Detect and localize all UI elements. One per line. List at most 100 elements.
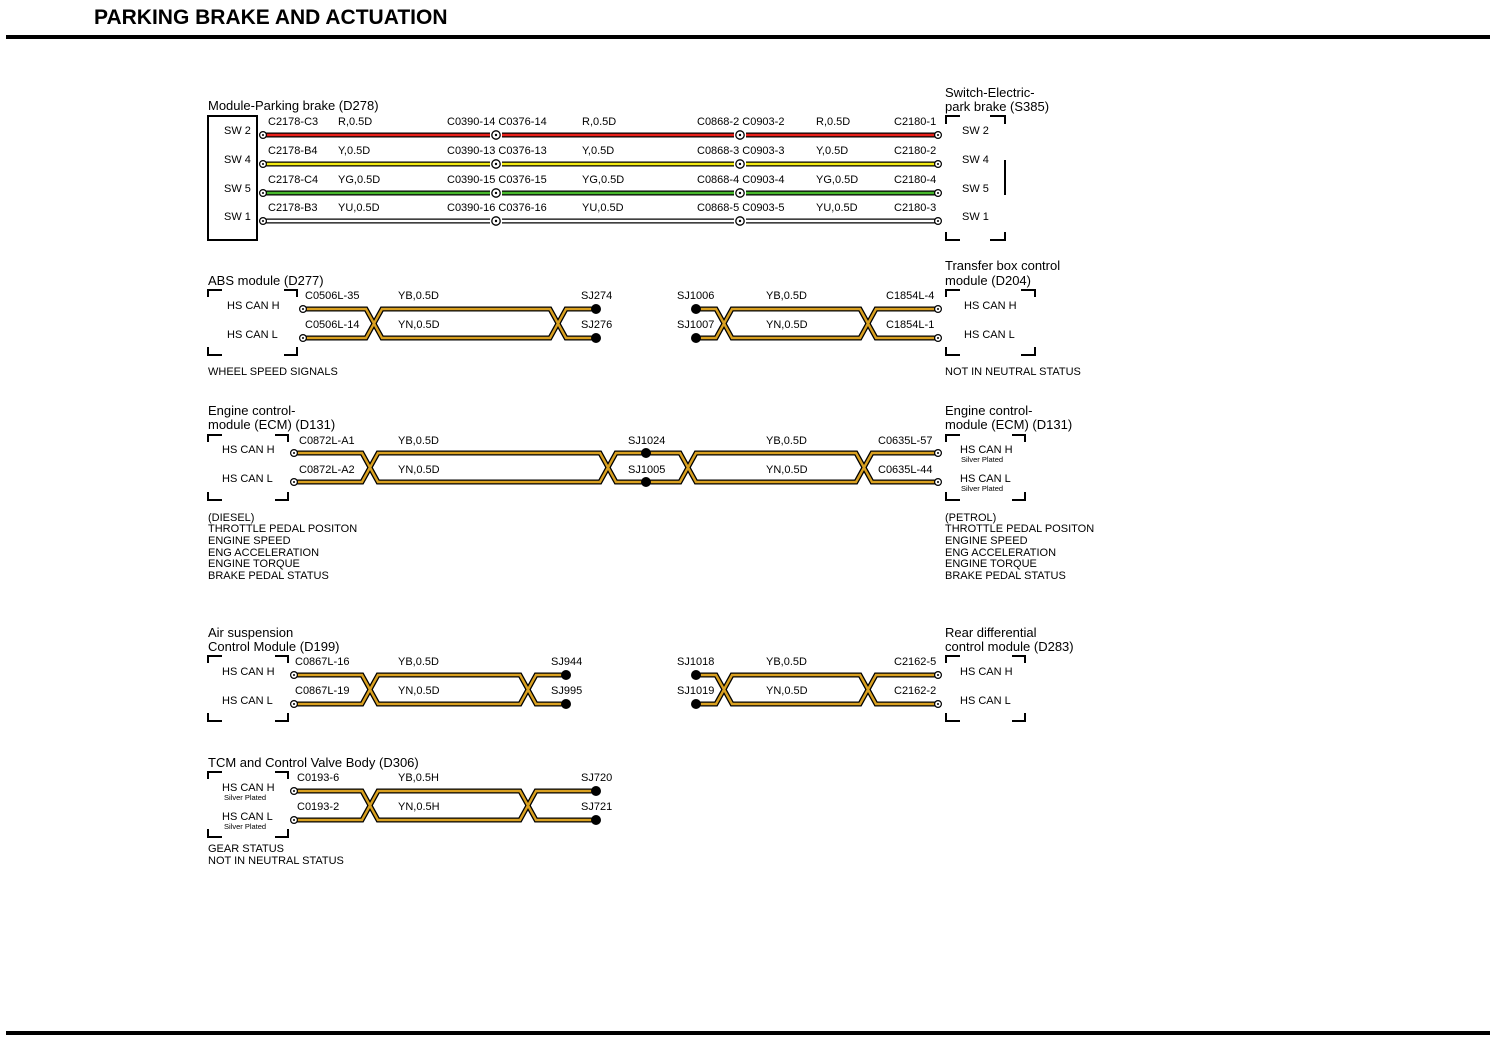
ecm-right-label-2: module (ECM) (D131): [945, 417, 1072, 432]
ecm-left-conn-h: C0872L-A1: [299, 435, 355, 447]
wire-code-label: R,0.5D: [338, 116, 372, 128]
can-h-wire: [696, 673, 938, 706]
ecm-right-wire-h: YB,0.5D: [766, 435, 807, 447]
ecm-splice-l: SJ1005: [628, 464, 665, 476]
splice-dot: [561, 699, 571, 709]
abs-pin-can-l: HS CAN L: [227, 329, 278, 341]
rear-diff-pin-can-l: HS CAN L: [960, 695, 1011, 707]
terminal-pin: [290, 815, 298, 825]
module-pin-label: SW 4: [224, 154, 251, 166]
can-h-wire: [294, 673, 566, 706]
can-l-wire: [646, 451, 938, 484]
inline-connector-label: C0868-3 C0903-3: [697, 145, 784, 157]
ecm-right-note: ENG ACCELERATION: [945, 547, 1056, 559]
ecm-left-note: (DIESEL): [208, 512, 254, 524]
inline-connector: [491, 188, 501, 198]
air-module-box: [207, 655, 289, 722]
inline-connector-label: C0390-13 C0376-13: [447, 145, 547, 157]
air-splice-l: SJ995: [551, 685, 582, 697]
terminal-pin: [290, 449, 298, 457]
ecm-left-pin-can-h: HS CAN H: [222, 444, 275, 456]
ecm-left-note: ENG ACCELERATION: [208, 547, 319, 559]
splice-dot: [591, 333, 601, 343]
can-l-wire: [303, 307, 596, 340]
ecm-right-pin-l-sub: Silver Plated: [961, 484, 1003, 493]
switch-pin-label: SW 2: [962, 125, 989, 137]
wire-code-label: Y,0.5D: [338, 145, 370, 157]
rear-diff-conn-h: C2162-5: [894, 656, 936, 668]
inline-connector: [735, 188, 745, 198]
inline-connector: [735, 216, 745, 226]
terminal-pin: [933, 670, 943, 680]
wire-code-label: YG,0.5D: [338, 174, 380, 186]
abs-splice-l: SJ276: [581, 319, 612, 331]
parking-brake-section: Module-Parking brake (D278) Switch-Elect…: [207, 85, 1049, 241]
air-conn-h: C0867L-16: [295, 656, 349, 668]
ecm-section: Engine control- module (ECM) (D131) Engi…: [207, 403, 1094, 582]
ecm-left-wire-h: YB,0.5D: [398, 435, 439, 447]
can-h-wire-outline: [294, 788, 596, 823]
ecm-splice-h: SJ1024: [628, 435, 665, 447]
air-pin-can-l: HS CAN L: [222, 695, 273, 707]
ecm-left-notes: (DIESEL) THROTTLE PEDAL POSITON ENGINE S…: [208, 512, 357, 582]
terminal-pin: [290, 478, 298, 486]
can-h-wire: [294, 451, 646, 484]
terminal-pin: [259, 160, 267, 168]
tcm-splice-l: SJ721: [581, 801, 612, 813]
ecm-right-notes: (PETROL) THROTTLE PEDAL POSITON ENGINE S…: [945, 512, 1094, 582]
tcm-note: GEAR STATUS: [208, 843, 284, 855]
terminal-pin: [933, 160, 943, 168]
transfer-conn-h: C1854L-4: [886, 290, 934, 302]
tcm-pin-h-sub: Silver Plated: [224, 793, 266, 802]
wire-code-label: YG,0.5D: [816, 174, 858, 186]
tcm-section: TCM and Control Valve Body (D306) HS CAN…: [207, 755, 612, 867]
terminal-pin: [933, 217, 943, 225]
transfer-conn-l: C1854L-1: [886, 319, 934, 331]
abs-note: WHEEL SPEED SIGNALS: [208, 366, 338, 378]
wire-code-label: YU,0.5D: [338, 202, 380, 214]
transfer-wire-h: YB,0.5D: [766, 290, 807, 302]
ecm-right-note: THROTTLE PEDAL POSITON: [945, 523, 1094, 535]
connector-label: C2180-1: [894, 116, 936, 128]
ecm-right-note: ENGINE TORQUE: [945, 558, 1037, 570]
connector-label: C2178-B4: [268, 145, 318, 157]
module-pin-label: SW 2: [224, 125, 251, 137]
transfer-pin-can-h: HS CAN H: [964, 300, 1017, 312]
can-l-wire: [294, 451, 646, 484]
transfer-wire-l: YN,0.5D: [766, 319, 808, 331]
connector-label: C2180-4: [894, 174, 936, 186]
switch-park-brake-label-2: park brake (S385): [945, 99, 1049, 114]
ecm-right-conn-h: C0635L-57: [878, 435, 932, 447]
splice-dot: [691, 670, 701, 680]
ecm-right-note: ENGINE SPEED: [945, 535, 1028, 547]
splice-dot: [691, 699, 701, 709]
splice-dot: [641, 448, 651, 458]
ecm-left-box: [207, 434, 289, 501]
air-label-2: Control Module (D199): [208, 639, 340, 654]
ecm-left-label-1: Engine control-: [208, 403, 295, 418]
terminal-pin: [290, 786, 298, 796]
terminal-pin: [299, 305, 307, 313]
terminal-pin: [299, 334, 307, 342]
connector-label: C2178-B3: [268, 202, 318, 214]
tcm-wire-l: YN,0.5H: [398, 801, 440, 813]
tcm-note: NOT IN NEUTRAL STATUS: [208, 855, 344, 867]
ecm-left-note: ENGINE TORQUE: [208, 558, 300, 570]
terminal-pin: [259, 217, 267, 225]
terminal-pin: [290, 699, 298, 709]
inline-connector-label: C0868-2 C0903-2: [697, 116, 784, 128]
can-h-wire: [646, 451, 938, 484]
tcm-module-box: [207, 771, 289, 838]
transfer-note: NOT IN NEUTRAL STATUS: [945, 366, 1081, 378]
inline-connector-label: C0390-14 C0376-14: [447, 116, 547, 128]
switch-pin-label: SW 4: [962, 154, 989, 166]
inline-connector: [491, 159, 501, 169]
header-rule: [6, 35, 1490, 39]
tcm-wire-h: YB,0.5H: [398, 772, 439, 784]
module-parking-brake-label: Module-Parking brake (D278): [208, 98, 379, 113]
air-splice-h: SJ944: [551, 656, 582, 668]
ecm-right-conn-l: C0635L-44: [878, 464, 932, 476]
connector-label: C2180-3: [894, 202, 936, 214]
transfer-box-label-2: module (D204): [945, 273, 1031, 288]
abs-transfer-section: ABS module (D277) Transfer box control m…: [207, 258, 1081, 378]
